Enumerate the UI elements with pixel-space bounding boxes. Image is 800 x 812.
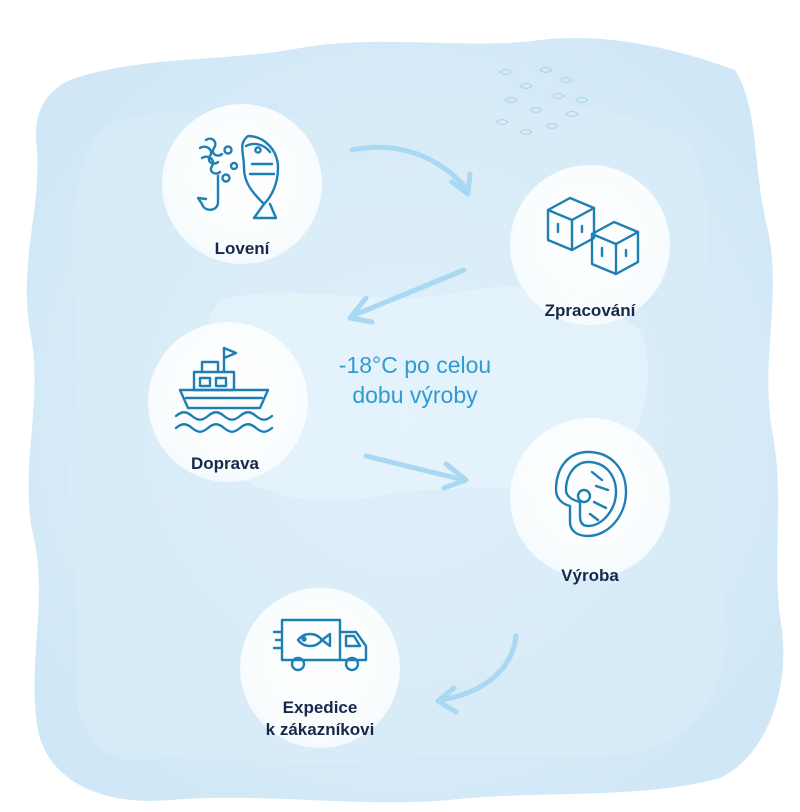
step-label-loveni: Lovení bbox=[214, 239, 270, 258]
temperature-note-line1: -18°C po celou bbox=[338, 352, 492, 378]
step-label-zpracovani: Zpracování bbox=[544, 301, 636, 320]
temperature-note-line2: dobu výroby bbox=[352, 382, 478, 408]
arrow-zpracovani-to-doprava bbox=[347, 267, 467, 325]
ice-cubes-icon bbox=[546, 196, 640, 276]
step-label-expedice-line2: k zákazníkovi bbox=[265, 720, 375, 739]
arrow-lovani-to-zpracovani bbox=[349, 144, 473, 197]
step-expedice bbox=[240, 588, 400, 748]
fishing-boat-icon bbox=[174, 346, 274, 433]
delivery-truck-icon bbox=[272, 618, 368, 672]
fish-and-hook-icon bbox=[196, 134, 280, 220]
arrow-vyroba-to-expedice bbox=[435, 633, 519, 715]
temperature-note: -18°C po celou dobu výroby bbox=[300, 350, 530, 410]
step-loveni bbox=[162, 104, 322, 264]
step-label-doprava: Doprava bbox=[190, 454, 260, 473]
step-zpracovani bbox=[510, 165, 670, 325]
arrow-doprava-to-vyroba bbox=[363, 453, 469, 491]
step-label-vyroba: Výroba bbox=[561, 566, 619, 585]
salmon-steak-icon bbox=[554, 450, 628, 538]
step-label-expedice: Expedice k zákazníkovi bbox=[240, 697, 400, 741]
step-label-expedice-line1: Expedice bbox=[282, 698, 358, 717]
